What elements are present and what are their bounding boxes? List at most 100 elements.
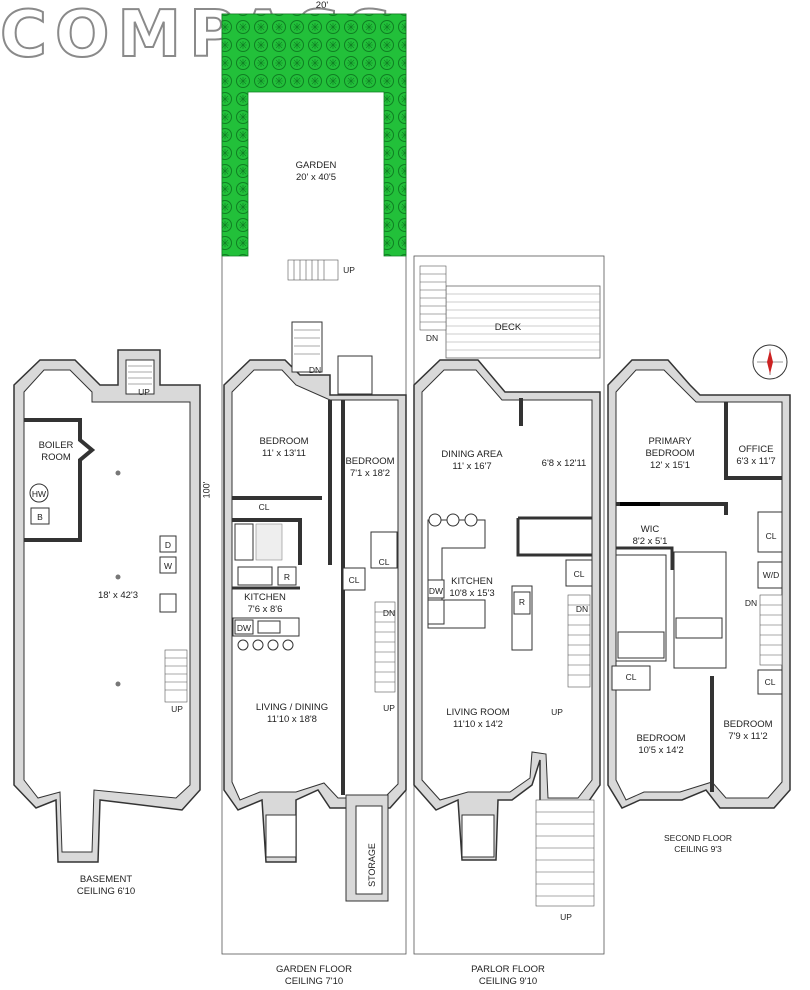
deck-stair bbox=[419, 265, 447, 331]
d-label: D bbox=[164, 540, 172, 550]
second-bath-right bbox=[673, 551, 727, 669]
garden-bedroom1-dim: 11' x 13'11 bbox=[262, 448, 306, 459]
total-depth-dim: 100' bbox=[201, 481, 212, 499]
w-label: W bbox=[163, 561, 173, 571]
wic-label: WIC bbox=[640, 524, 660, 535]
garden-closet-right bbox=[370, 531, 398, 569]
second-cl1: CL bbox=[765, 531, 777, 541]
garden-cl1: CL bbox=[258, 502, 270, 512]
parlor-floor-ceiling: CEILING 9'10 bbox=[478, 976, 538, 987]
office-label: OFFICE bbox=[738, 444, 774, 455]
second-bedroom2-dim: 7'9 x 11'2 bbox=[728, 731, 768, 742]
second-floor-title: SECOND FLOOR bbox=[663, 833, 733, 843]
second-dn-label: DN bbox=[744, 598, 758, 608]
garden-stair bbox=[287, 259, 339, 281]
garden-fridge bbox=[277, 566, 297, 586]
boiler-box bbox=[30, 507, 50, 525]
basement-stair-top bbox=[128, 365, 152, 385]
storage-label: STORAGE bbox=[366, 843, 377, 887]
parlor-inner-stair bbox=[567, 594, 591, 688]
parlor-kitchen-label: KITCHEN bbox=[451, 576, 493, 587]
parlor-floor-plan bbox=[413, 255, 605, 955]
basement-up-top: UP bbox=[138, 387, 150, 397]
garden-floor-ceiling: CEILING 7'10 bbox=[284, 976, 344, 987]
second-wall-office bbox=[724, 402, 782, 480]
second-wall-wic bbox=[616, 546, 674, 570]
sink-box bbox=[159, 593, 177, 613]
garden-bedroom2-dim: 7'1 x 18'2 bbox=[349, 468, 391, 479]
garden-stove bbox=[237, 566, 273, 586]
wic-dim: 8'2 x 5'1 bbox=[632, 536, 668, 547]
second-tub bbox=[675, 617, 723, 639]
garden-dn-label: DN bbox=[308, 365, 322, 375]
garden-stair-down-box bbox=[291, 321, 323, 373]
basement-inner bbox=[23, 369, 191, 853]
second-stair bbox=[759, 594, 783, 666]
garden-bedroom2-label: BEDROOM bbox=[345, 456, 395, 467]
hw-tank bbox=[29, 483, 49, 503]
second-closet-right bbox=[757, 669, 783, 695]
basement-plan bbox=[13, 349, 201, 863]
parlor-dw-label: DW bbox=[428, 586, 444, 596]
parlor-up2-label: UP bbox=[560, 912, 572, 922]
parlor-kitchen-dim: 10'8 x 15'3 bbox=[449, 588, 495, 599]
garden-dn2-label: DN bbox=[382, 608, 396, 618]
parlor-dining-label: DINING AREA bbox=[441, 449, 503, 460]
parlor-kitchen-counter bbox=[427, 519, 486, 629]
parlor-dn1-label: DN bbox=[425, 333, 439, 343]
garden-bedroom1-label: BEDROOM bbox=[259, 436, 309, 447]
parlor-closet bbox=[565, 559, 593, 587]
parlor-living-dim: 11'10 x 14'2 bbox=[453, 719, 503, 730]
parlor-living-label: LIVING ROOM bbox=[446, 707, 510, 718]
garden-r-label: R bbox=[283, 572, 291, 582]
parlor-dn2-label: DN bbox=[575, 604, 589, 614]
second-floor-ceiling: CEILING 9'3 bbox=[674, 844, 722, 854]
garden-up-label: UP bbox=[343, 265, 355, 275]
garden-dw-label: DW bbox=[236, 623, 252, 633]
second-floor-plan bbox=[607, 344, 791, 809]
parlor-floor-title: PARLOR FLOOR bbox=[471, 964, 545, 975]
garden-floor-plan bbox=[221, 13, 407, 955]
office-dim: 6'3 x 11'7 bbox=[736, 456, 776, 467]
b-label: B bbox=[37, 512, 43, 522]
second-closet-bottom bbox=[611, 665, 651, 691]
garden-sink bbox=[257, 620, 281, 634]
second-shower bbox=[617, 631, 665, 659]
basement-up-bottom: UP bbox=[171, 704, 183, 714]
deck bbox=[445, 285, 601, 359]
garden-label: GARDEN bbox=[295, 160, 337, 171]
parlor-inner bbox=[421, 369, 593, 801]
second-cl2: CL bbox=[625, 672, 637, 682]
parlor-front-step bbox=[461, 814, 495, 858]
parlor-cl-label: CL bbox=[573, 569, 585, 579]
garden-plantings bbox=[221, 13, 407, 257]
garden-closet-middle bbox=[342, 567, 366, 591]
garden-cl2: CL bbox=[378, 557, 390, 567]
garden-cl3: CL bbox=[348, 575, 360, 585]
garden-living-dim: 11'10 x 18'8 bbox=[267, 714, 317, 725]
second-bedroom2-label: BEDROOM bbox=[723, 719, 773, 730]
parlor-front-stoop bbox=[535, 799, 595, 907]
second-wd-label: W/D bbox=[762, 570, 780, 580]
garden-bath-tub bbox=[234, 523, 254, 561]
garden-floor-title: GARDEN FLOOR bbox=[275, 964, 353, 975]
primary-bedroom-label: PRIMARY BEDROOM bbox=[645, 436, 695, 459]
deck-label: DECK bbox=[494, 322, 522, 333]
garden-inner-stair bbox=[374, 601, 396, 693]
garden-front-step bbox=[265, 814, 297, 858]
dryer-box bbox=[159, 535, 177, 553]
garden-living-label: LIVING / DINING bbox=[255, 702, 329, 713]
basement-title: BASEMENT bbox=[79, 874, 133, 885]
garden-dw bbox=[234, 619, 254, 635]
garden-kitchen-dim: 7'6 x 8'6 bbox=[247, 604, 283, 615]
second-bedroom1-dim: 10'5 x 14'2 bbox=[638, 745, 684, 756]
hw-label: HW bbox=[31, 489, 47, 499]
parlor-fridge bbox=[513, 591, 531, 615]
stair-box-top bbox=[125, 359, 155, 395]
second-cl3: CL bbox=[764, 677, 776, 687]
basement-room-dim: 18' x 42'3 bbox=[97, 590, 139, 601]
parlor-bath-wall bbox=[516, 516, 592, 557]
parlor-side-dim: 6'8 x 12'11 bbox=[541, 458, 587, 469]
boiler-room-wall bbox=[24, 418, 96, 542]
